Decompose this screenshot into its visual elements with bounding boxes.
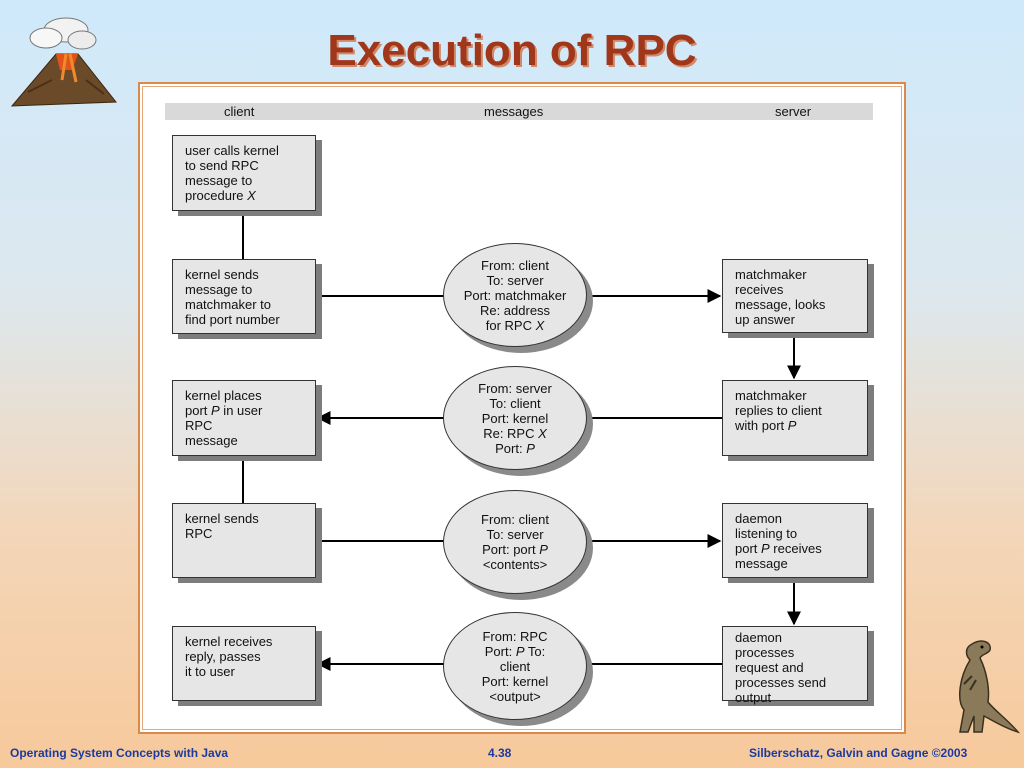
server-step-2: matchmaker replies to client with port P	[722, 380, 868, 456]
column-header-bar	[165, 103, 873, 120]
client-step-2: kernel sends message to matchmaker to fi…	[172, 259, 316, 334]
server-step-3: daemon listening to port P receives mess…	[722, 503, 868, 578]
dinosaur-icon	[958, 640, 1020, 734]
client-step-4: kernel sends RPC	[172, 503, 316, 578]
message-4: From: RPC Port: P To: client Port: kerne…	[443, 612, 587, 720]
message-3: From: client To: server Port: port P <co…	[443, 490, 587, 594]
footer-course-title: Operating System Concepts with Java	[10, 746, 229, 760]
slide-title: Execution of RPC	[327, 26, 697, 75]
server-step-4: daemon processes request and processes s…	[722, 626, 868, 705]
client-step-3: kernel places port P in user RPC message	[172, 380, 316, 456]
server-step-1: matchmaker receives message, looks up an…	[722, 259, 868, 333]
message-2: From: server To: client Port: kernel Re:…	[443, 366, 587, 470]
client-step-5: kernel receives reply, passes it to user	[172, 626, 316, 701]
volcano-icon	[10, 17, 118, 107]
column-header-client: client	[224, 104, 255, 119]
client-step-1: user calls kernel to send RPC message to…	[172, 135, 316, 211]
footer-copyright: Silberschatz, Galvin and Gagne ©2003	[749, 746, 968, 760]
footer-page-number: 4.38	[488, 746, 512, 760]
message-1: From: client To: server Port: matchmaker…	[443, 243, 587, 347]
column-header-messages: messages	[484, 104, 544, 119]
column-header-server: server	[775, 104, 812, 119]
